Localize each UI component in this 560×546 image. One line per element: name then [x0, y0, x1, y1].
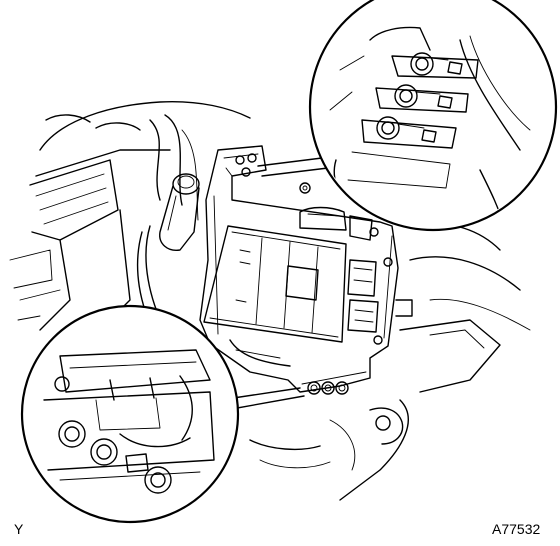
nut-lower: [376, 116, 425, 140]
nut-bottom-left: [58, 420, 86, 448]
figure-code: A77532: [492, 521, 541, 537]
nut-bottom-center: [90, 438, 118, 466]
ecu-bracket-frame: [199, 145, 399, 395]
nut-upper: [410, 52, 449, 76]
engine-control-module: [203, 225, 347, 367]
nut-middle: [394, 84, 441, 108]
nut-bottom-right: [144, 466, 172, 494]
detail-callout-bottom: [20, 304, 305, 524]
detail-callout-top: [257, 0, 558, 232]
corner-label-left: Y: [14, 521, 24, 537]
engine-bay-background: [9, 100, 531, 501]
